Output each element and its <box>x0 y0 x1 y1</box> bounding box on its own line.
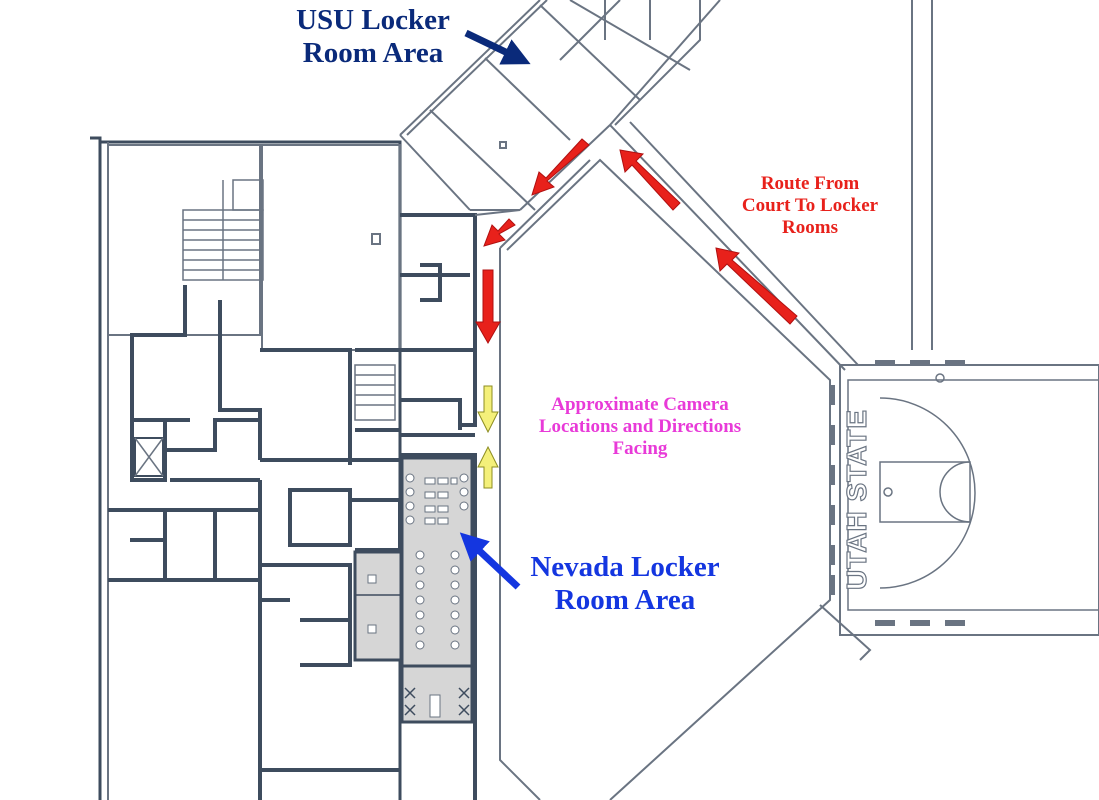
red-arrow-icon <box>619 149 681 211</box>
usu-locker-room-label: USU Locker Room Area <box>268 4 478 71</box>
usu-wing <box>371 0 721 245</box>
left-building <box>90 136 402 800</box>
camera-label-line3: Facing <box>612 437 668 459</box>
arena-outline <box>499 0 933 800</box>
nevada-locker-room-label: Nevada Locker Room Area <box>502 551 748 618</box>
pointer-arrows <box>459 29 531 590</box>
route-label-line2: Court To Locker <box>741 194 879 216</box>
stair-block <box>182 179 396 421</box>
red-arrow-icon <box>483 218 516 247</box>
nevada-label-line2: Room Area <box>554 584 696 617</box>
route-label-line1: Route From <box>760 173 860 194</box>
route-arrows <box>475 138 798 345</box>
camera-arrows <box>477 385 499 489</box>
camera-label: Approximate Camera Locations and Directi… <box>505 394 775 460</box>
usu-label-line2: Room Area <box>302 37 444 70</box>
usu-label-line1: USU Locker <box>296 4 450 36</box>
route-label: Route From Court To Locker Rooms <box>712 173 908 239</box>
blue-arrow-icon <box>459 532 521 590</box>
red-arrow-icon <box>531 138 590 196</box>
nevada-locker-room <box>353 456 474 724</box>
yellow-arrow-icon <box>477 445 499 489</box>
red-arrow-icon <box>475 269 501 345</box>
center-rooms <box>400 213 477 800</box>
yellow-arrow-icon <box>477 385 499 434</box>
basketball-court: UTAH STATE <box>829 360 1099 636</box>
blue-arrow-icon <box>464 29 531 65</box>
camera-label-line1: Approximate Camera <box>551 394 729 415</box>
camera-label-line2: Locations and Directions <box>538 415 742 437</box>
court-lettering: UTAH STATE <box>841 409 872 590</box>
nevada-label-line1: Nevada Locker <box>530 551 720 583</box>
red-arrow-icon <box>715 247 798 325</box>
corridor-to-court <box>474 121 859 371</box>
route-label-line3: Rooms <box>782 216 838 238</box>
